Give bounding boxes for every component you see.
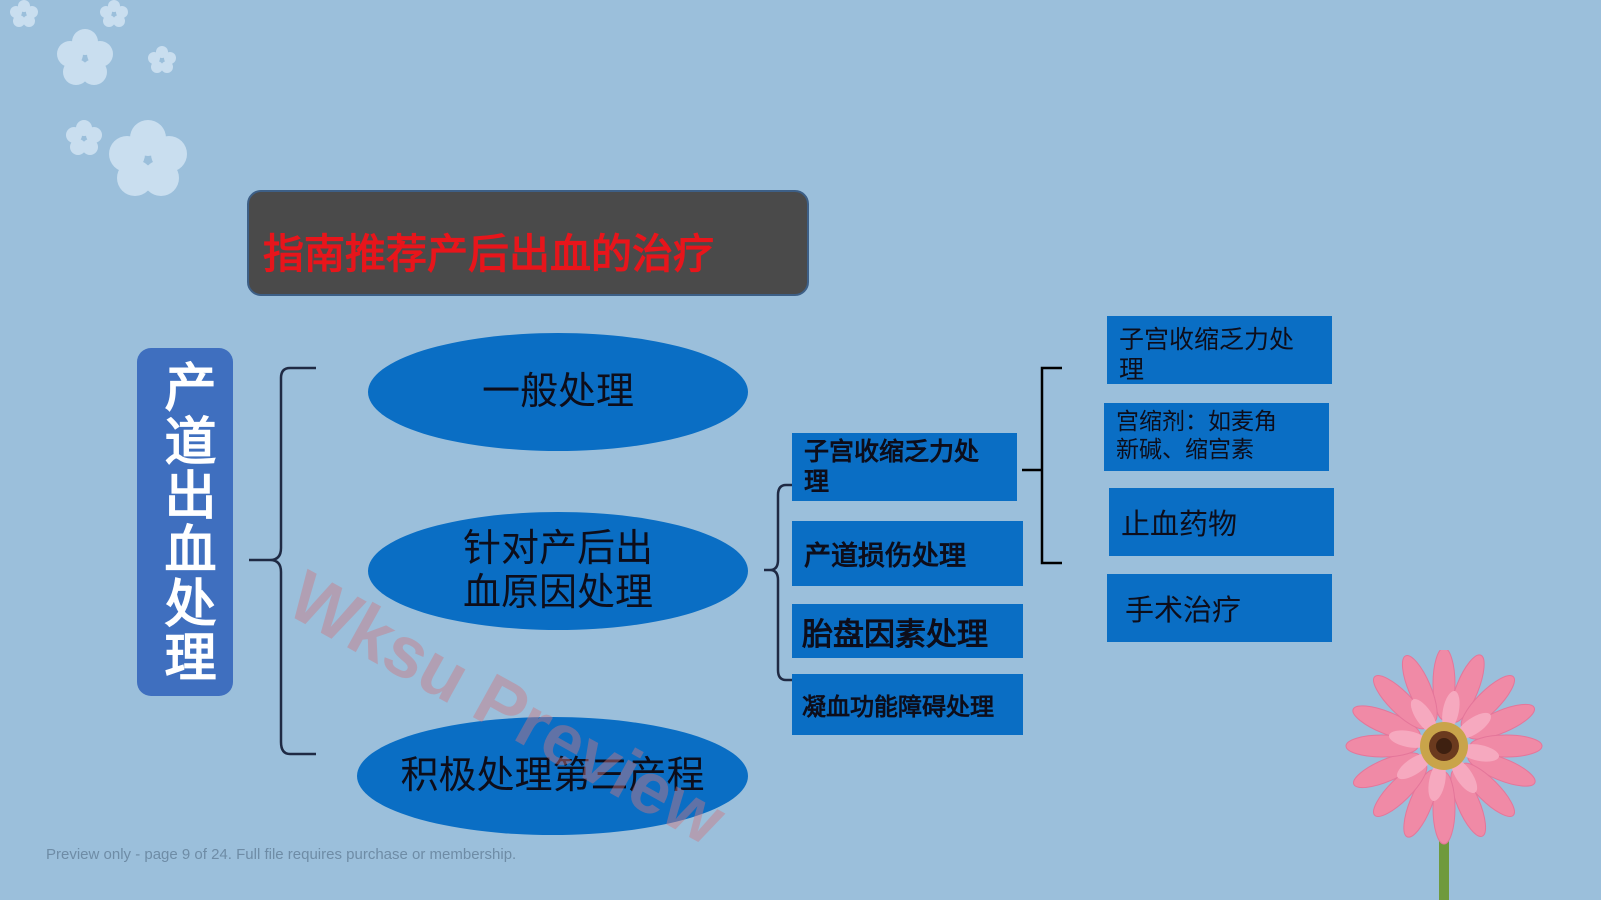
middle-brace	[764, 483, 795, 682]
node-surgery: 手术治疗	[1107, 574, 1332, 642]
root-node-label: 产道出血处理	[155, 360, 215, 684]
pink-flower-icon	[1345, 650, 1543, 900]
decorative-flowers-icon	[10, 0, 187, 196]
slide-title: 指南推荐产后出血的治疗	[263, 230, 714, 278]
node-placental-factors-label: 胎盘因素处理	[802, 616, 988, 653]
node-uterine-atony-label: 子宫收缩乏力处 理	[804, 437, 979, 497]
node-birth-canal-injury: 产道损伤处理	[792, 521, 1023, 586]
left-brace	[249, 366, 316, 756]
node-surgery-label: 手术治疗	[1125, 593, 1242, 627]
node-uterine-atony-line-2: 理	[804, 467, 830, 496]
title-box: 指南推荐产后出血的治疗	[247, 190, 809, 296]
node-hemostatic-drugs-label: 止血药物	[1121, 507, 1238, 541]
root-node: 产道出血处理	[137, 348, 233, 696]
node-cause-line-1: 针对产后出	[462, 526, 653, 571]
node-coagulation-disorder: 凝血功能障碍处理	[792, 674, 1023, 735]
node-uterine-atony: 子宫收缩乏力处 理	[792, 433, 1017, 501]
node-coagulation-disorder-label: 凝血功能障碍处理	[802, 693, 994, 721]
node-atony-treatment-line-2: 理	[1119, 355, 1145, 384]
node-uterotonics-line-1: 宫缩剂：如麦角	[1116, 409, 1277, 436]
node-hemostatic-drugs: 止血药物	[1109, 488, 1334, 556]
node-third-stage-label: 积极处理第三产程	[400, 753, 705, 798]
node-uterotonics-line-2: 新碱、缩宫素	[1116, 437, 1254, 463]
preview-footer: Preview only - page 9 of 24. Full file r…	[46, 846, 517, 863]
node-cause-treatment: 针对产后出 血原因处理	[368, 512, 748, 630]
right-bracket	[1022, 366, 1062, 565]
node-birth-canal-injury-label: 产道损伤处理	[804, 541, 966, 572]
node-atony-treatment-label: 子宫收缩乏力处 理	[1119, 325, 1294, 385]
node-uterotonics: 宫缩剂：如麦角 新碱、缩宫素	[1104, 403, 1329, 471]
node-cause-treatment-label: 针对产后出 血原因处理	[462, 526, 653, 614]
node-uterotonics-label: 宫缩剂：如麦角 新碱、缩宫素	[1116, 409, 1277, 464]
node-general-treatment: 一般处理	[368, 333, 748, 451]
node-placental-factors: 胎盘因素处理	[792, 604, 1023, 658]
node-atony-treatment: 子宫收缩乏力处 理	[1107, 316, 1332, 384]
node-cause-line-2: 血原因处理	[462, 570, 653, 614]
node-uterine-atony-line-1: 子宫收缩乏力处	[804, 437, 980, 466]
node-general-treatment-label: 一般处理	[481, 369, 634, 414]
node-atony-treatment-line-1: 子宫收缩乏力处	[1119, 325, 1295, 354]
node-third-stage: 积极处理第三产程	[357, 717, 748, 835]
